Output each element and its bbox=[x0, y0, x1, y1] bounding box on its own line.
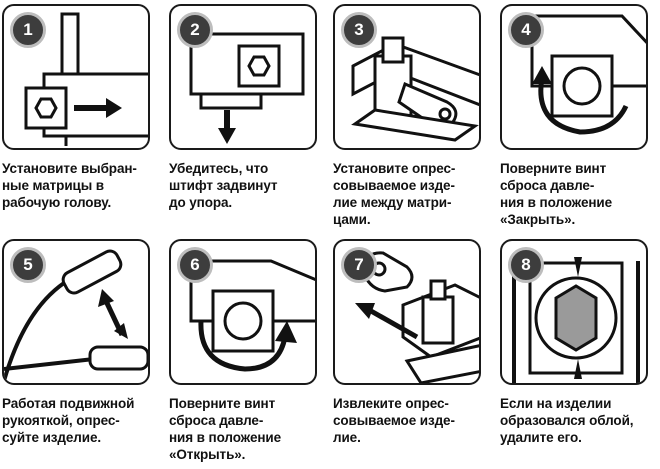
arrow-out-icon bbox=[355, 303, 419, 340]
step-2-caption: Убедитесь, что штифт задвинут до упора. bbox=[169, 161, 278, 210]
crimp-head-front-view bbox=[24, 12, 148, 146]
step-5-number-badge: 5 bbox=[10, 247, 46, 283]
step-4-caption: Поверните винт сброса давле- ния в полож… bbox=[500, 161, 613, 227]
step-5-illustration: 5 bbox=[2, 239, 150, 385]
flash-removal-view bbox=[512, 257, 640, 383]
arrow-right-icon bbox=[74, 98, 122, 118]
step-6-caption: Поверните винт сброса давле- ния в полож… bbox=[169, 396, 282, 462]
step-6-illustration: 6 bbox=[169, 239, 317, 385]
step-1-illustration: 1 bbox=[2, 4, 150, 150]
step-2-number-badge: 2 bbox=[177, 12, 213, 48]
step-7-illustration: 7 bbox=[333, 239, 481, 385]
step-8-illustration: 8 bbox=[500, 239, 648, 385]
double-arrow-icon bbox=[98, 289, 128, 339]
step-3-caption: Установите опрес- совываемое изде- лие м… bbox=[333, 161, 456, 227]
hexagon-icon bbox=[554, 284, 598, 352]
release-screw-close-view bbox=[530, 14, 646, 135]
pump-handle-view bbox=[4, 249, 148, 382]
step-3-number-badge: 3 bbox=[341, 12, 377, 48]
step-2-illustration: 2 bbox=[169, 4, 317, 150]
rotate-clockwise-icon bbox=[532, 66, 629, 135]
step-6-number-badge: 6 bbox=[177, 247, 213, 283]
step-8-caption: Если на изделии образовался облой, удали… bbox=[500, 396, 634, 445]
step-7-caption: Извлеките опрес- совываемое изде- лие. bbox=[333, 396, 455, 445]
step-8-number-badge: 8 bbox=[508, 247, 544, 283]
step-4-number-badge: 4 bbox=[508, 12, 544, 48]
step-1-caption: Установите выбран- ные матрицы в рабочую… bbox=[2, 161, 137, 210]
crimp-head-insert-view bbox=[351, 36, 479, 142]
step-7-number-badge: 7 bbox=[341, 247, 377, 283]
crimp-head-pin-view bbox=[189, 32, 305, 144]
rotate-counterclockwise-icon bbox=[198, 320, 297, 372]
step-3-illustration: 3 bbox=[333, 4, 481, 150]
arrow-down-icon bbox=[218, 110, 236, 144]
step-1-number-badge: 1 bbox=[10, 12, 46, 48]
step-5-caption: Работая подвижной рукояткой, опрес- суйт… bbox=[2, 396, 135, 445]
step-4-illustration: 4 bbox=[500, 4, 648, 150]
release-screw-open-view bbox=[189, 259, 315, 372]
